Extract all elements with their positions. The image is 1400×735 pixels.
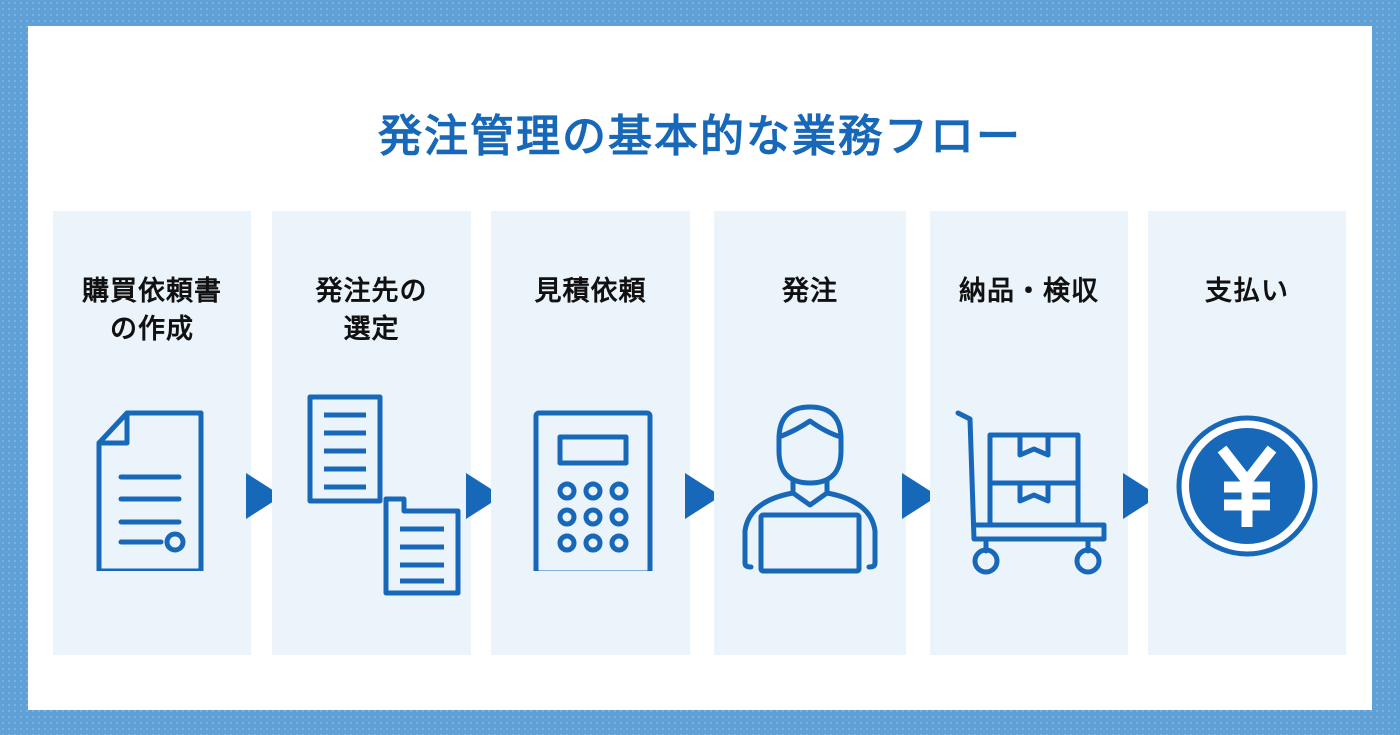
person-laptop-icon: [714, 391, 906, 621]
step-payment: 支払い: [1148, 211, 1346, 655]
page-title: 発注管理の基本的な業務フロー: [378, 111, 1022, 162]
step-label: 見積依頼: [534, 276, 647, 307]
step-purchase-request: 購買依頼書 の作成: [53, 211, 251, 655]
step-label: 支払い: [1205, 276, 1289, 307]
step-label: 納品・検収: [959, 276, 1099, 307]
cart-boxes-icon: [930, 391, 1128, 621]
step-label: 購買依頼書 の作成: [82, 276, 222, 345]
step-select-supplier: 発注先の 選定: [272, 211, 471, 655]
calculator-icon: [491, 391, 690, 621]
step-quotation-request: 見積依頼: [491, 211, 690, 655]
yen-coin-icon: [1148, 411, 1346, 641]
step-order: 発注: [714, 211, 906, 655]
step-label: 発注先の 選定: [315, 276, 428, 345]
buildings-icon: [272, 391, 471, 621]
document-icon: [53, 391, 251, 621]
step-label: 発注: [782, 276, 838, 307]
step-delivery-inspection: 納品・検収: [930, 211, 1128, 655]
